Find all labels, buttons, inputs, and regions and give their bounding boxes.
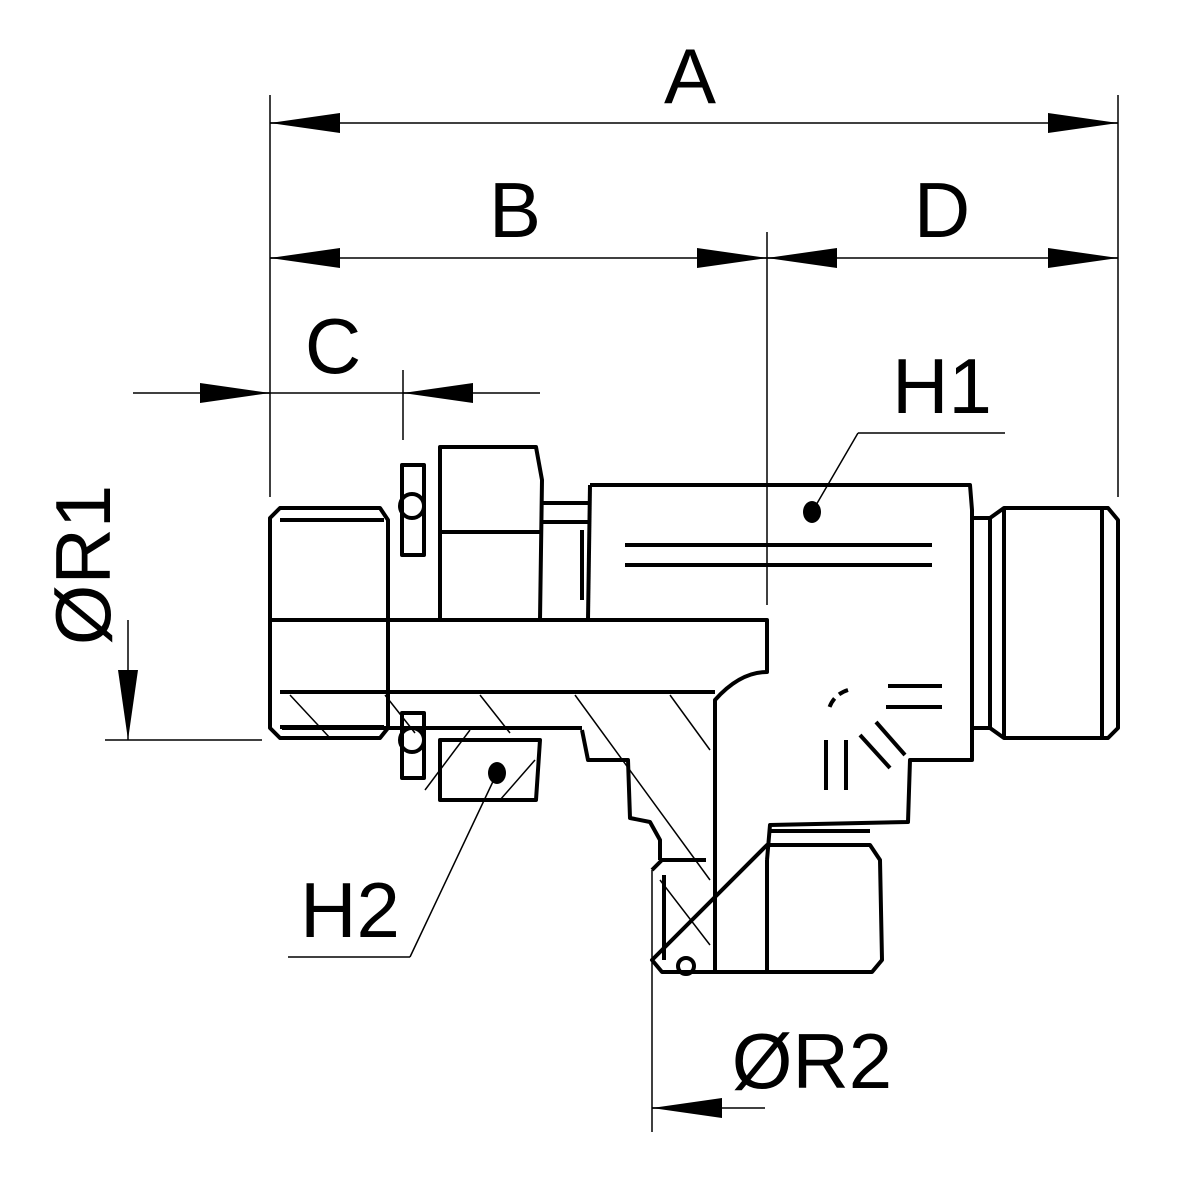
dimension-label-a: A <box>664 32 716 120</box>
dimension-d: D <box>767 166 1118 268</box>
callout-label-h2: H2 <box>300 866 400 954</box>
callout-label-h1: H1 <box>892 342 992 430</box>
dimension-label-d: D <box>914 166 970 254</box>
dimension-label-b: B <box>489 166 541 254</box>
dimension-label-r2: ØR2 <box>732 1017 892 1105</box>
dimension-label-r1: ØR1 <box>39 485 127 645</box>
dimension-c: C <box>133 302 540 403</box>
fitting-body <box>268 445 1120 976</box>
callout-h1: H1 <box>803 342 1005 523</box>
dimension-b: B <box>270 166 767 268</box>
dimension-label-c: C <box>305 302 361 390</box>
callout-dot-h2 <box>488 762 506 784</box>
dimension-r1: ØR1 <box>39 485 262 741</box>
callout-dot-h1 <box>803 501 821 523</box>
dimension-r2: ØR2 <box>652 1017 892 1118</box>
callout-h2: H2 <box>288 762 506 958</box>
section-hatching <box>289 694 711 946</box>
dimension-a: A <box>270 32 1118 133</box>
extension-lines <box>269 95 1119 1132</box>
